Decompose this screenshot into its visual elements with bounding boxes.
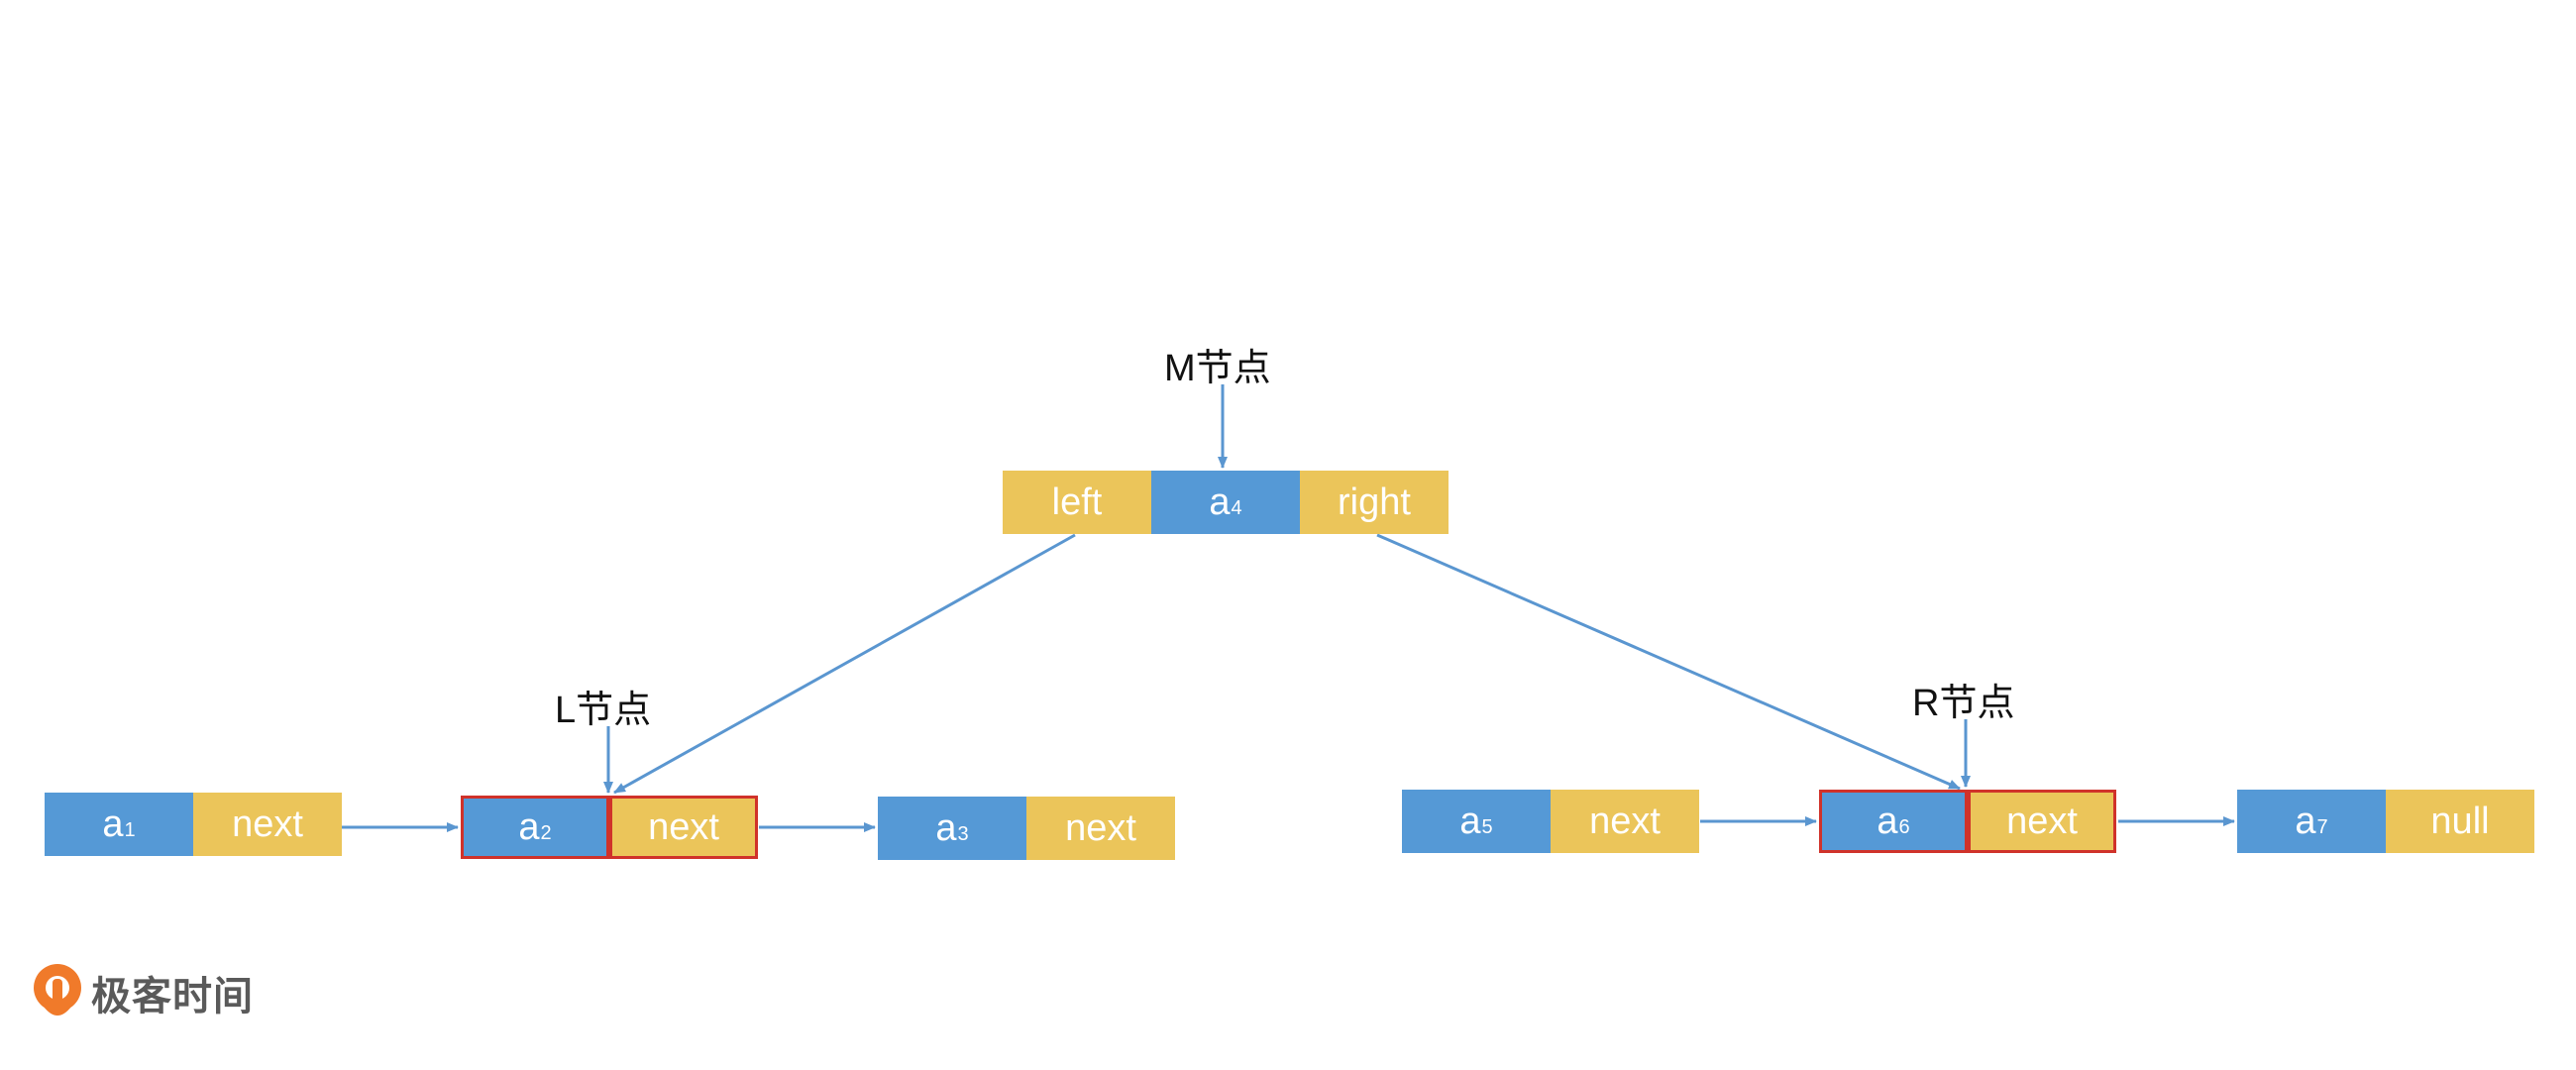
a7-value-sub: 7 [2316,815,2328,838]
m-right-cell: right [1300,471,1449,534]
brand-name: 极客时间 [91,975,254,1018]
arrow-left-to-a2 [613,533,1076,795]
a1-value-sub: 1 [124,818,136,841]
a5-value-sub: 5 [1481,815,1493,838]
a2-next-cell: next [609,796,758,859]
arrow-right-to-a6 [1376,533,1961,791]
a6-next-cell: next [1968,790,2116,853]
m-node-label: M节点 [1164,348,1271,389]
m-value-text: a [1209,481,1231,523]
a3-value-sub: 3 [957,822,969,845]
a3-next-cell: next [1026,797,1175,860]
a6-value-sub: 6 [1898,815,1910,838]
m-value-sub: 4 [1231,496,1242,519]
a2-value-sub: 2 [540,821,552,844]
a6-value-text: a [1877,800,1898,842]
r-node-label: R节点 [1912,683,2015,724]
a5-value-text: a [1459,800,1481,842]
brand-logo-icon [34,964,81,1016]
a7-next-cell: null [2386,790,2534,853]
a1-next-cell: next [193,793,342,856]
l-node-label: L节点 [555,690,652,731]
a7-value-text: a [2295,800,2316,842]
a2-value-text: a [518,805,540,848]
a3-value-text: a [935,806,957,849]
a5-next-cell: next [1551,790,1699,853]
m-left-cell: left [1003,471,1151,534]
a1-value-text: a [102,802,124,845]
brand-logo: 极客时间 [32,963,254,1022]
